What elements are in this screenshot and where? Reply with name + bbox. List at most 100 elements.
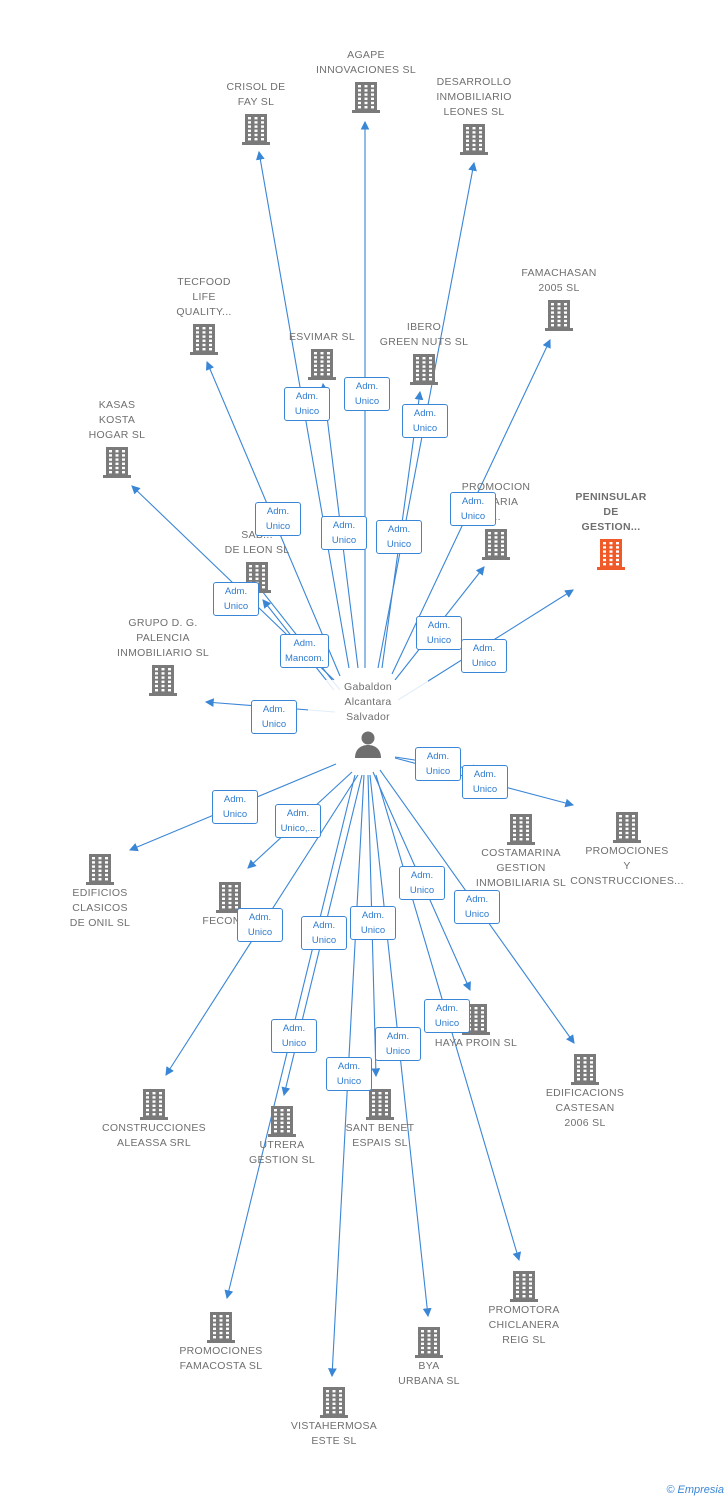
role-text: Unico	[425, 766, 451, 777]
company-name-line: CONSTRUCCIONES...	[570, 875, 684, 887]
role-badge[interactable]: Adm.Unico	[271, 1019, 317, 1053]
person-name: Gabaldon Alcantara Salvador	[308, 680, 428, 725]
building-icon	[482, 529, 510, 560]
role-text: Unico	[265, 521, 291, 532]
role-badge[interactable]: Adm. Unico	[454, 890, 500, 924]
role-badge[interactable]: Adm.Unico,...	[275, 804, 321, 838]
company-node-santbenet[interactable]: SANT BENET ESPAIS SL	[315, 1085, 445, 1151]
role-badge[interactable]: Adm.Unico	[212, 790, 258, 824]
role-text: Unico	[386, 539, 412, 550]
company-name-line: CHICLANERA	[488, 1319, 560, 1331]
company-name-line: GRUPO D. G.	[128, 617, 198, 629]
company-name-line: FAMACHASAN	[521, 267, 597, 279]
company-name-line: VISTAHERMOSA	[290, 1420, 378, 1432]
company-name-line: EDIFICIOS	[72, 887, 128, 899]
company-name-line: QUALITY...	[176, 306, 232, 318]
role-badge[interactable]: Adm.Unico	[251, 700, 297, 734]
role-badge[interactable]: Adm.Unico	[350, 906, 396, 940]
building-icon	[366, 1089, 394, 1120]
role-badge[interactable]: Adm.Unico	[450, 492, 496, 526]
company-name: PROMOCIONES Y CONSTRUCCIONES...	[562, 844, 692, 889]
company-name-line: ESPAIS SL	[352, 1137, 408, 1149]
role-badge[interactable]: Adm.Unico	[399, 866, 445, 900]
role-text: Unico	[464, 909, 490, 920]
role-text: Adm.	[435, 1003, 459, 1014]
role-badge[interactable]: Adm.Unico	[321, 516, 367, 550]
company-name-line: ALEASSA SRL	[117, 1137, 191, 1149]
company-name-line: TECFOOD	[177, 276, 231, 288]
role-text: Unico	[385, 1046, 411, 1057]
company-node-esvimar[interactable]: ESVIMAR SL	[257, 330, 387, 381]
role-badge[interactable]: Adm.Unico	[424, 999, 470, 1033]
person-node[interactable]: Gabaldon Alcantara Salvador	[308, 680, 428, 759]
company-name-line: BYA	[418, 1360, 440, 1372]
company-name-line: PROMOCIONES	[585, 845, 669, 857]
building-icon	[149, 665, 177, 696]
building-icon	[320, 1387, 348, 1418]
role-badge[interactable]: Adm.Unico	[326, 1057, 372, 1091]
role-text: Adm.	[410, 870, 434, 881]
company-name-line: ESVIMAR SL	[288, 331, 356, 343]
role-text: Unico	[360, 925, 386, 936]
role-badge[interactable]: Adm.Mancom.	[280, 634, 330, 668]
role-text: Adm.	[465, 894, 489, 905]
building-icon	[268, 1106, 296, 1137]
role-text: Unico	[412, 423, 438, 434]
company-name: ESVIMAR SL	[257, 330, 387, 345]
role-text: Unico	[471, 658, 497, 669]
brand-name: Empresia	[677, 1484, 724, 1496]
role-text: Adm.	[332, 520, 356, 531]
role-badge[interactable]: Adm.Unico	[213, 582, 259, 616]
role-badge[interactable]: Adm.Unico	[402, 404, 448, 438]
company-name-line: EDIFICACIONS	[545, 1087, 625, 1099]
role-badge[interactable]: Adm.Unico	[461, 639, 507, 673]
role-badge[interactable]: Adm.Unico	[301, 916, 347, 950]
role-badge[interactable]: Adm.Unico	[376, 520, 422, 554]
building-icon	[207, 1312, 235, 1343]
role-badge[interactable]: Adm.Unico	[344, 377, 390, 411]
role-badge[interactable]: Adm.Unico	[416, 616, 462, 650]
company-name-line: SANT BENET	[345, 1122, 415, 1134]
company-name-line: Y	[623, 860, 631, 872]
role-badge[interactable]: Adm.Unico	[462, 765, 508, 799]
company-name-line: PROMOTORA	[488, 1304, 560, 1316]
role-badge[interactable]: Adm.Unico	[375, 1027, 421, 1061]
company-name-line: UTRERA	[259, 1139, 305, 1151]
company-node-promyconst[interactable]: PROMOCIONES Y CONSTRUCCIONES...	[562, 808, 692, 889]
role-badge[interactable]: Adm.Unico	[284, 387, 330, 421]
brand-footer[interactable]: © Empresia	[666, 1484, 724, 1496]
role-text: Adm.	[337, 1061, 361, 1072]
role-badge[interactable]: Adm.Unico	[415, 747, 461, 781]
role-text: Adm.	[427, 620, 451, 631]
role-text: Adm.	[223, 794, 247, 805]
building-icon	[103, 447, 131, 478]
role-text: Adm.	[282, 1023, 306, 1034]
role-badge[interactable]: Adm. Unico	[255, 502, 301, 536]
role-text: Adm.	[266, 506, 290, 517]
role-badge[interactable]: Adm.Unico	[237, 908, 283, 942]
